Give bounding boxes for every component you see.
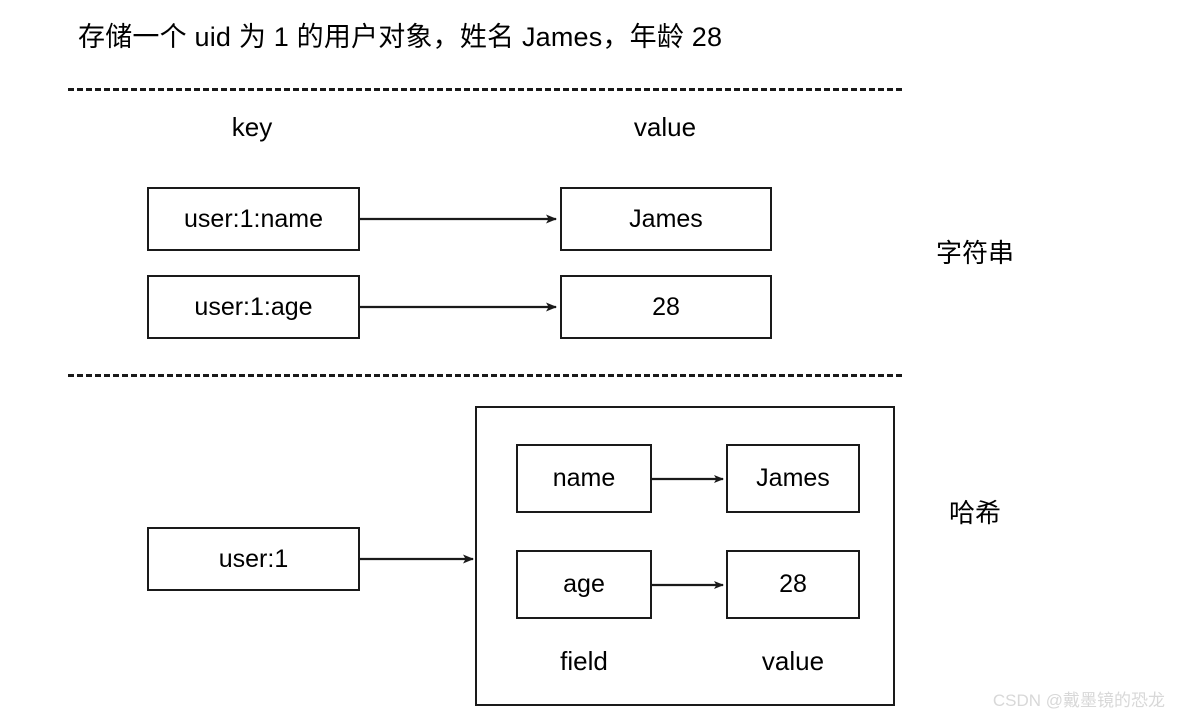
hash-value-box-age: 28 bbox=[726, 550, 860, 619]
string-value-box-name: James bbox=[560, 187, 772, 251]
string-key-box-name: user:1:name bbox=[147, 187, 360, 251]
string-key-box-age: user:1:age bbox=[147, 275, 360, 339]
type-label-string: 字符串 bbox=[936, 238, 1015, 268]
divider-top bbox=[68, 88, 902, 91]
divider-middle bbox=[68, 374, 902, 377]
hash-caption-value: value bbox=[761, 646, 825, 676]
string-value-box-age: 28 bbox=[560, 275, 772, 339]
column-header-key: key bbox=[231, 112, 273, 142]
hash-value-box-name: James bbox=[726, 444, 860, 513]
hash-field-box-name: name bbox=[516, 444, 652, 513]
watermark: CSDN @戴墨镜的恐龙 bbox=[992, 691, 1165, 710]
hash-field-box-age: age bbox=[516, 550, 652, 619]
diagram-title: 存储一个 uid 为 1 的用户对象，姓名 James，年龄 28 bbox=[78, 22, 723, 52]
hash-caption-field: field bbox=[560, 646, 608, 676]
column-header-value: value bbox=[633, 112, 697, 142]
hash-key-box-user: user:1 bbox=[147, 527, 360, 591]
type-label-hash: 哈希 bbox=[949, 498, 1002, 528]
